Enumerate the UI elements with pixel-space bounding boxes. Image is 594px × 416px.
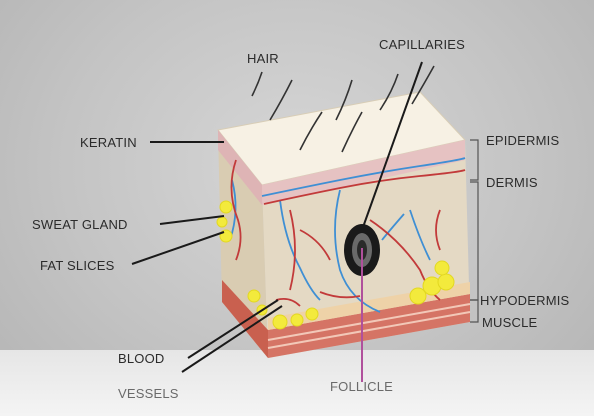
label-sweat-gland: SWEAT GLAND	[32, 218, 128, 231]
label-capillaries: CAPILLARIES	[379, 38, 465, 51]
fat-cell	[291, 314, 303, 326]
fat-cell	[306, 308, 318, 320]
bracket-dermis	[470, 182, 478, 300]
fat-cell	[217, 217, 227, 227]
label-fat-slices: FAT SLICES	[40, 259, 115, 272]
leader-sweat-gland	[160, 216, 224, 224]
label-vessels: VESSELS	[118, 387, 179, 400]
bracket-epidermis	[470, 140, 478, 180]
label-blood: BLOOD	[118, 352, 165, 365]
fat-cell	[220, 201, 232, 213]
hair-strand	[270, 80, 292, 120]
label-epidermis: EPIDERMIS	[486, 134, 559, 147]
fat-cell	[273, 315, 287, 329]
fat-cell	[435, 261, 449, 275]
fat-cell	[248, 290, 260, 302]
leader-fat-slices	[132, 232, 224, 264]
label-keratin: KERATIN	[80, 136, 137, 149]
label-hypodermis: HYPODERMIS	[480, 294, 569, 307]
label-hair: HAIR	[247, 52, 279, 65]
layer-brackets	[470, 140, 478, 322]
hair-strand	[252, 72, 262, 96]
label-muscle: MUSCLE	[482, 316, 537, 329]
label-follicle: FOLLICLE	[330, 380, 393, 393]
label-dermis: DERMIS	[486, 176, 538, 189]
bracket-hypodermis	[470, 300, 478, 322]
fat-cell	[438, 274, 454, 290]
